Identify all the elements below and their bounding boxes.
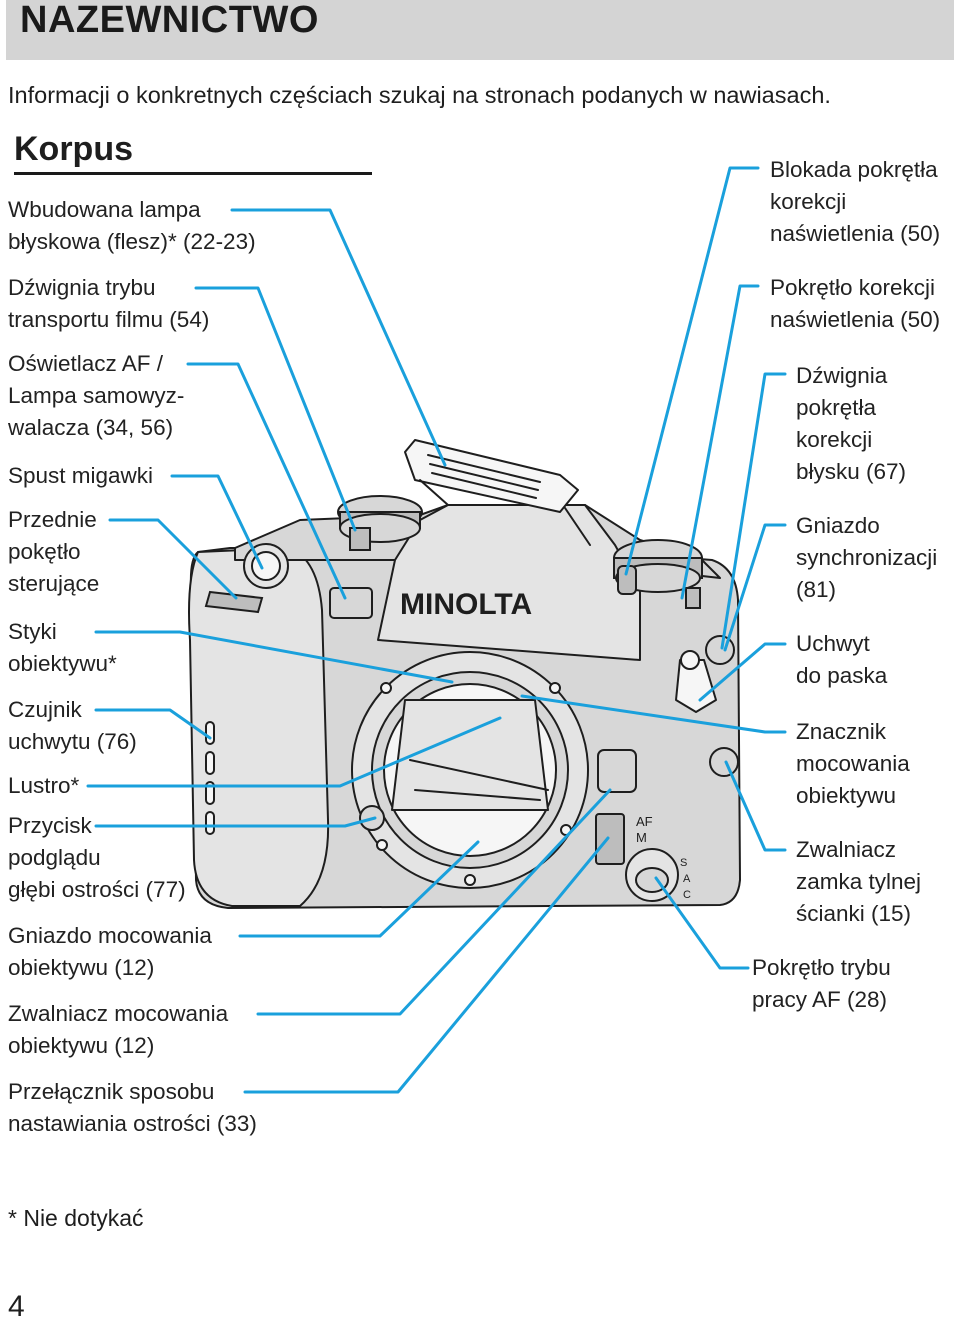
camera-grip xyxy=(188,547,330,907)
lens-release-button xyxy=(597,749,637,793)
header-bar: NAZEWNICTWO xyxy=(6,0,954,60)
intro-text: Informacji o konkretnych częściach szuka… xyxy=(8,82,831,108)
label-depth-preview: Przycisk podglądu głębi ostrości (77) xyxy=(8,813,186,902)
grip-sensor xyxy=(205,721,215,745)
page-title: NAZEWNICTWO xyxy=(20,0,319,41)
section-title: Korpus xyxy=(14,130,133,168)
page-number: 4 xyxy=(8,1290,25,1323)
leader-lines xyxy=(86,166,787,1094)
label-focus-mode-switch: Przełącznik sposobu nastawiania ostrości… xyxy=(8,1079,257,1136)
sync-terminal xyxy=(705,635,735,665)
label-mount-index: Znacznik mocowania obiektywu xyxy=(796,719,910,808)
label-lens-contacts: Styki obiektywu* xyxy=(8,619,117,676)
label-mirror: Lustro* xyxy=(8,773,80,798)
back-door-release xyxy=(709,747,739,777)
pentaprism xyxy=(377,504,641,661)
camera-illustration: MINOLTA AF M S A C xyxy=(188,439,741,909)
flash-head xyxy=(404,439,579,513)
front-dial xyxy=(204,590,264,614)
label-flash-compensation-lever: Dźwignia pokrętła korekcji błysku (67) xyxy=(796,363,907,484)
af-illuminator xyxy=(329,587,373,619)
label-strap-eyelet: Uchwyt do paska xyxy=(796,631,888,688)
label-lens-mount: Gniazdo mocowania obiektywu (12) xyxy=(8,923,212,980)
label-built-in-flash: Wbudowana lampa błyskowa (flesz)* (22-23… xyxy=(8,197,256,254)
focus-mode-switch xyxy=(595,813,625,865)
label-sync-terminal: Gniazdo synchronizacji (81) xyxy=(796,513,938,602)
label-grip-sensor: Czujnik uchwytu (76) xyxy=(8,697,137,754)
label-exposure-compensation-dial: Pokrętło korekcji naświetlenia (50) xyxy=(770,275,941,332)
label-lens-release: Zwalniacz mocowania obiektywu (12) xyxy=(8,1001,229,1058)
svg-text:AF: AF xyxy=(636,814,653,829)
svg-text:C: C xyxy=(683,889,691,901)
svg-text:M: M xyxy=(636,830,647,845)
brand-logo: MINOLTA xyxy=(400,588,532,621)
label-shutter-button: Spust migawki xyxy=(8,463,154,488)
flash-lines xyxy=(427,454,541,483)
section-underline xyxy=(14,172,372,175)
label-front-dial: Przednie pokętło sterujące xyxy=(8,507,100,596)
label-exposure-dial-lock: Blokada pokrętła korekcji naświetlenia (… xyxy=(770,157,941,246)
svg-text:A: A xyxy=(683,873,691,885)
label-film-transport-lever: Dźwignia trybu transportu filmu (54) xyxy=(8,275,210,332)
label-af-illuminator: Oświetlacz AF / Lampa samowyz- walacza (… xyxy=(8,351,185,440)
svg-text:S: S xyxy=(680,857,687,869)
footnote: * Nie dotykać xyxy=(8,1205,144,1231)
label-back-door-release: Zwalniacz zamka tylnej ścianki (15) xyxy=(796,837,922,926)
label-af-mode-dial: Pokrętło trybu pracy AF (28) xyxy=(752,955,891,1012)
